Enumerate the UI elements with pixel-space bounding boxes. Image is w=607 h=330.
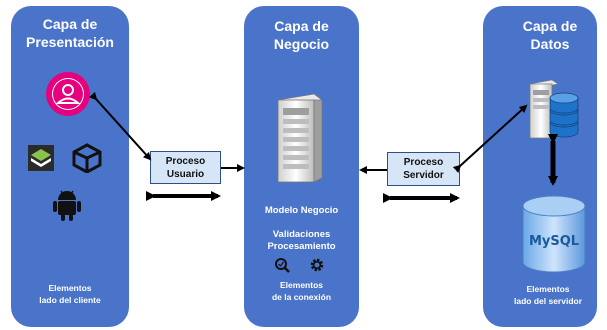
business-model-label: Modelo Negocio xyxy=(264,205,339,216)
business-title-line2: Negocio xyxy=(273,36,330,52)
database-icon: MySQL xyxy=(521,194,587,274)
data-title-line1: Capa de xyxy=(522,18,578,34)
presentation-note-line2: lado del cliente xyxy=(39,295,101,305)
business-note-line2: de la conexión xyxy=(271,292,332,302)
process-user-box: Proceso Usuario xyxy=(150,151,221,184)
mysql-logo: MySQL xyxy=(528,234,580,249)
search-icon xyxy=(275,258,290,273)
sdk-cube-icon xyxy=(28,145,54,171)
process-server-box: Proceso Servidor xyxy=(387,152,460,186)
process-server-line2: Servidor xyxy=(403,170,444,181)
business-processing-label: Procesamiento xyxy=(267,241,336,252)
arrow-user-process xyxy=(89,91,152,161)
business-layer-panel: Capa de Negocio Modelo Negocio Validacio… xyxy=(244,6,359,327)
data-note-line2: lado del servidor xyxy=(513,296,583,306)
android-icon xyxy=(53,190,81,221)
presentation-title-line2: Presentación xyxy=(26,34,114,50)
user-icon xyxy=(46,72,90,116)
process-user-line2: Usuario xyxy=(166,169,205,180)
business-validations-label: Validaciones xyxy=(272,229,331,240)
process-user-line1: Proceso xyxy=(165,156,206,167)
data-note-line1: Elementos xyxy=(526,284,570,294)
process-server-line1: Proceso xyxy=(403,157,444,168)
database-server-icon xyxy=(529,79,579,139)
presentation-title-line1: Capa de xyxy=(42,16,98,32)
arrow-server-process-data xyxy=(452,104,528,173)
presentation-note-line1: Elementos xyxy=(48,283,92,293)
business-note-line1: Elementos xyxy=(280,280,323,290)
gear-icon xyxy=(310,258,324,272)
server-icon xyxy=(277,93,323,183)
data-title-line2: Datos xyxy=(530,36,570,52)
business-title-line1: Capa de xyxy=(274,18,329,34)
